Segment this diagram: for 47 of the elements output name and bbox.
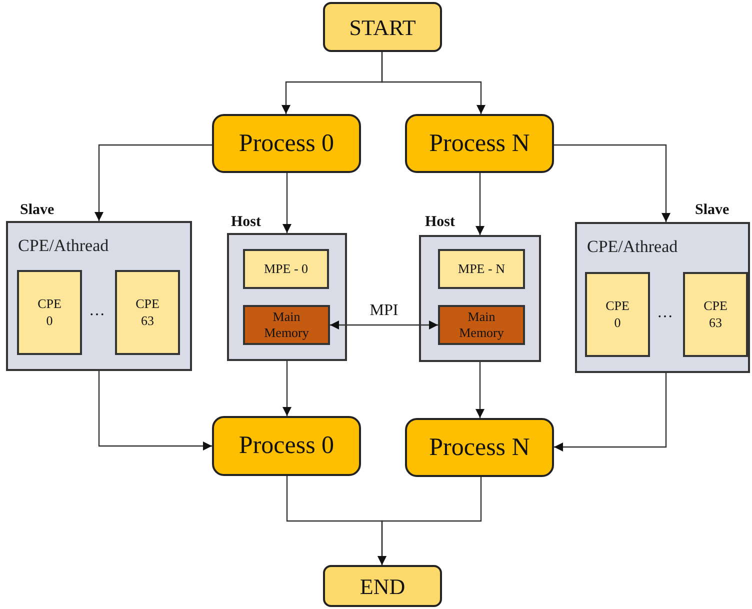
arrow <box>98 371 212 450</box>
ellipsis-label: … <box>89 303 105 319</box>
node-label: Process 0 <box>238 431 336 462</box>
heading-label: Host <box>425 213 455 232</box>
arrow <box>330 320 438 330</box>
node-label: MPE - 0 <box>262 260 310 278</box>
node-label: CPE 0 <box>36 296 62 329</box>
core-box <box>17 270 82 355</box>
arrow <box>282 361 292 416</box>
heading-label: Slave <box>695 201 730 220</box>
process-box <box>405 114 554 173</box>
core-box <box>585 272 650 357</box>
process-box <box>212 114 361 173</box>
core-box <box>115 270 180 355</box>
panel-title: CPE/Athread <box>18 235 109 257</box>
arrow <box>554 373 667 452</box>
arrow <box>476 362 484 418</box>
ellipsis-label: … <box>657 305 673 321</box>
node-label: Process 0 <box>238 128 336 159</box>
terminal-box <box>323 2 442 52</box>
node-label: START <box>348 14 417 42</box>
node-label: Process N <box>428 128 531 159</box>
terminal-box <box>323 565 442 607</box>
memory-box <box>438 305 525 345</box>
heading-label: Slave <box>20 201 54 220</box>
arrow <box>282 173 292 233</box>
panel-title: CPE/Athread <box>587 236 678 258</box>
heading-label: Host <box>231 213 261 232</box>
node-label: CPE 63 <box>134 296 160 329</box>
node-label: Main Memory <box>458 308 505 342</box>
arrow <box>94 144 212 221</box>
node-label: CPE 0 <box>604 298 630 331</box>
arrow <box>378 477 482 565</box>
node-label: Main Memory <box>263 308 310 342</box>
arrow <box>476 173 484 235</box>
node-label: Process N <box>428 432 531 463</box>
node-label: MPE - N <box>457 260 506 278</box>
node-label: CPE 63 <box>702 298 728 331</box>
node-label: END <box>358 572 406 600</box>
process-box <box>405 418 554 477</box>
core-box <box>683 272 748 357</box>
arrow <box>554 144 670 222</box>
mpe-box <box>243 249 329 289</box>
mpe-box <box>438 249 525 289</box>
arrow <box>381 52 486 114</box>
memory-box <box>243 305 330 345</box>
process-box <box>212 416 361 476</box>
